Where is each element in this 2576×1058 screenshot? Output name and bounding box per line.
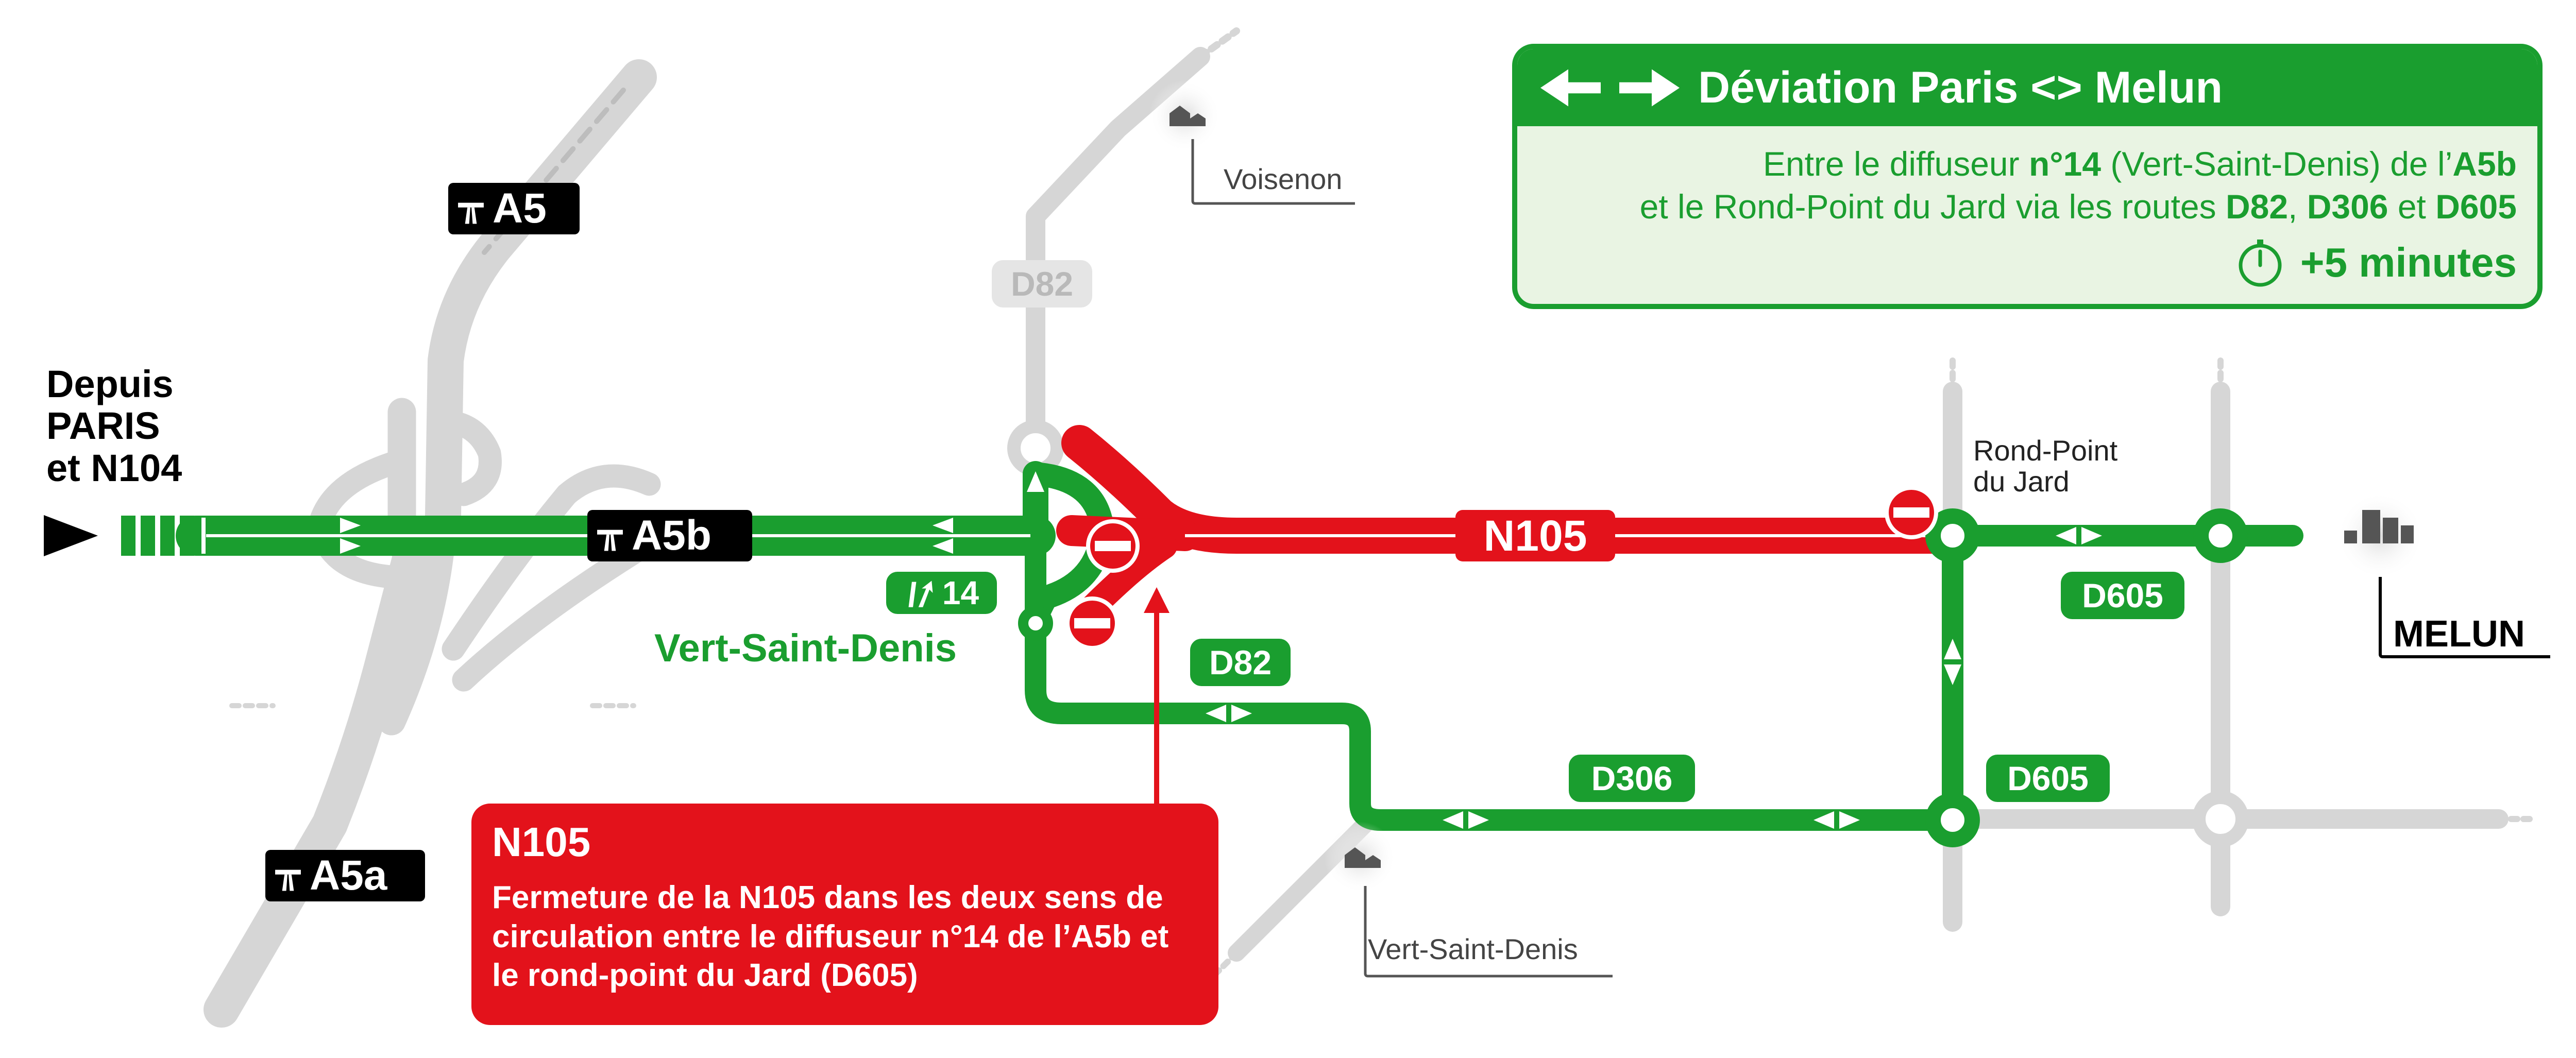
deviation-info-header: Déviation Paris <> Melun xyxy=(1517,49,2537,126)
d605-south-label: D605 xyxy=(1986,755,2110,802)
closure-info-box: N105 Fermeture de la N105 dans les deux … xyxy=(471,804,1218,1025)
a5b-label: A5b xyxy=(632,512,711,559)
origin-label: Depuis PARIS et N104 xyxy=(46,363,182,489)
closure-pointer xyxy=(1144,587,1170,806)
deviation-info-box: Déviation Paris <> Melun Entre le diffus… xyxy=(1512,44,2543,309)
exit-name: Vert-Saint-Denis xyxy=(654,626,957,670)
text: (Vert-Saint-Denis) de l’ xyxy=(2101,145,2453,183)
closure-title: N105 xyxy=(492,819,591,865)
voisenon-label: Voisenon xyxy=(1224,163,1343,195)
text: D605 xyxy=(2435,187,2517,226)
d306-label: D306 xyxy=(1569,755,1695,802)
text: et le Rond-Point du Jard via les routes xyxy=(1639,187,2226,226)
deviation-line-2: et le Rond-Point du Jard via les routes … xyxy=(1640,187,2517,226)
d82-deviation-label: D82 xyxy=(1190,639,1291,686)
play-arrow-icon xyxy=(44,515,98,556)
no-entry-icon xyxy=(1086,519,1140,573)
a5a-label: A5a xyxy=(310,852,387,899)
place-leaders xyxy=(1191,139,2550,978)
no-entry-icon xyxy=(1885,486,1938,539)
melun-label: MELUN xyxy=(2393,613,2525,655)
no-entry-icon xyxy=(1065,596,1119,650)
village-icon xyxy=(1324,822,1396,894)
text: Entre le diffuseur xyxy=(1762,145,2029,183)
origin-line3: et N104 xyxy=(46,446,182,489)
exit-number: 14 xyxy=(942,574,979,611)
n105-label: N105 xyxy=(1455,510,1615,561)
text: D82 xyxy=(2225,187,2289,226)
green-roundabouts xyxy=(1018,508,2248,847)
a5-shield: A5 xyxy=(448,183,580,234)
text: n°14 xyxy=(2028,145,2102,183)
delay-value: +5 minutes xyxy=(2300,240,2517,285)
exit-14-badge: 14 xyxy=(886,572,997,614)
deviation-delay: +5 minutes xyxy=(2234,237,2517,288)
motorway-icon xyxy=(275,869,301,891)
village-icon xyxy=(1149,80,1221,152)
text: D306 xyxy=(2307,187,2388,226)
a5-label: A5 xyxy=(493,185,547,232)
city-icon xyxy=(2336,492,2424,579)
text: et xyxy=(2388,187,2436,226)
d82-north-label: D82 xyxy=(992,260,1092,308)
vert-saint-denis-town-label: Vert-Saint-Denis xyxy=(1368,933,1578,965)
origin-line2: PARIS xyxy=(46,404,160,448)
stopwatch-icon xyxy=(2239,240,2282,287)
origin-line1: Depuis xyxy=(46,363,174,405)
deviation-title: Déviation Paris <> Melun xyxy=(1698,62,2223,112)
exit-icon xyxy=(908,581,933,607)
rond-point-label: Rond-Point du Jard xyxy=(1973,434,2118,498)
text: , xyxy=(2288,187,2307,226)
a5b-shield: A5b xyxy=(587,510,752,561)
deviation-line-1: Entre le diffuseur n°14 (Vert-Saint-Deni… xyxy=(1763,144,2517,183)
text: A5b xyxy=(2452,145,2517,183)
two-way-markers xyxy=(340,471,2102,829)
closure-text: Fermeture de la N105 dans les deux sens … xyxy=(492,880,1169,994)
two-way-arrow-icon xyxy=(1540,69,1680,106)
a5a-shield: A5a xyxy=(265,850,425,901)
motorway-icon xyxy=(597,530,623,551)
d605-east-label: D605 xyxy=(2061,572,2184,619)
motorway-icon xyxy=(458,202,484,224)
